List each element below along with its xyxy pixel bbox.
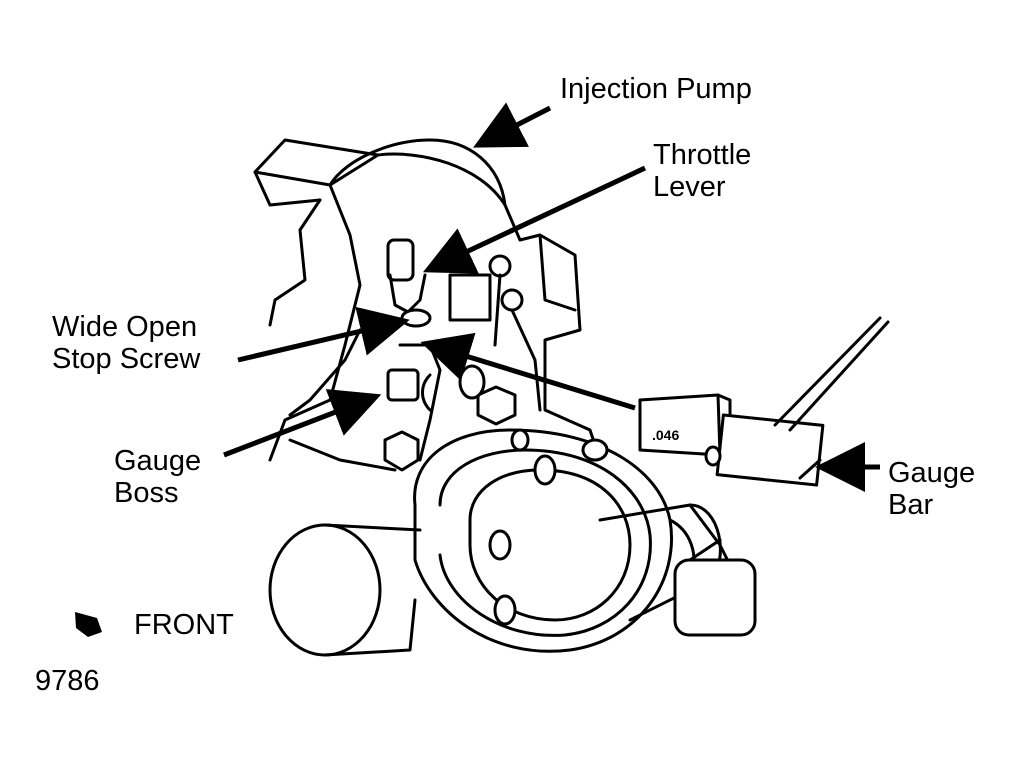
throttle-lever	[386, 238, 542, 412]
gauge-boss	[386, 368, 432, 412]
gauge-bar-tool	[638, 316, 890, 487]
lower-housing	[268, 523, 422, 657]
label-throttle-lever-line1: Throttle	[653, 139, 752, 171]
label-throttle-lever: Throttle Lever	[653, 139, 751, 203]
arrow-pointer-icon	[75, 612, 102, 637]
label-stop-screw-line2: Stop Screw	[52, 343, 201, 375]
label-gauge-boss-line1: Gauge	[114, 445, 202, 477]
label-gauge-bar-line2: Bar	[888, 489, 934, 521]
pump-hub	[413, 428, 757, 653]
label-gauge-bar-line1: Gauge	[888, 457, 976, 489]
arrow-gauge-bar-to-boss	[420, 332, 636, 411]
label-gauge-bar: Gauge Bar	[888, 457, 975, 521]
label-throttle-lever-line2: Lever	[653, 171, 726, 203]
gauge-bar-readout: .046	[652, 427, 679, 443]
label-gauge-boss-line2: Boss	[114, 477, 179, 509]
figure-number: 9786	[35, 665, 100, 697]
label-injection-pump: Injection Pump	[560, 73, 752, 105]
label-front: FRONT	[134, 609, 234, 641]
label-gauge-boss: Gauge Boss	[114, 445, 201, 509]
arrow-throttle-lever	[422, 165, 647, 274]
arrow-stop-screw	[237, 306, 410, 363]
label-wide-open-stop-screw: Wide Open Stop Screw	[52, 311, 200, 375]
leader-arrows	[223, 102, 880, 492]
arrow-injection-pump	[473, 102, 552, 148]
label-stop-screw-line1: Wide Open	[52, 311, 198, 343]
arrow-gauge-boss	[223, 389, 382, 458]
